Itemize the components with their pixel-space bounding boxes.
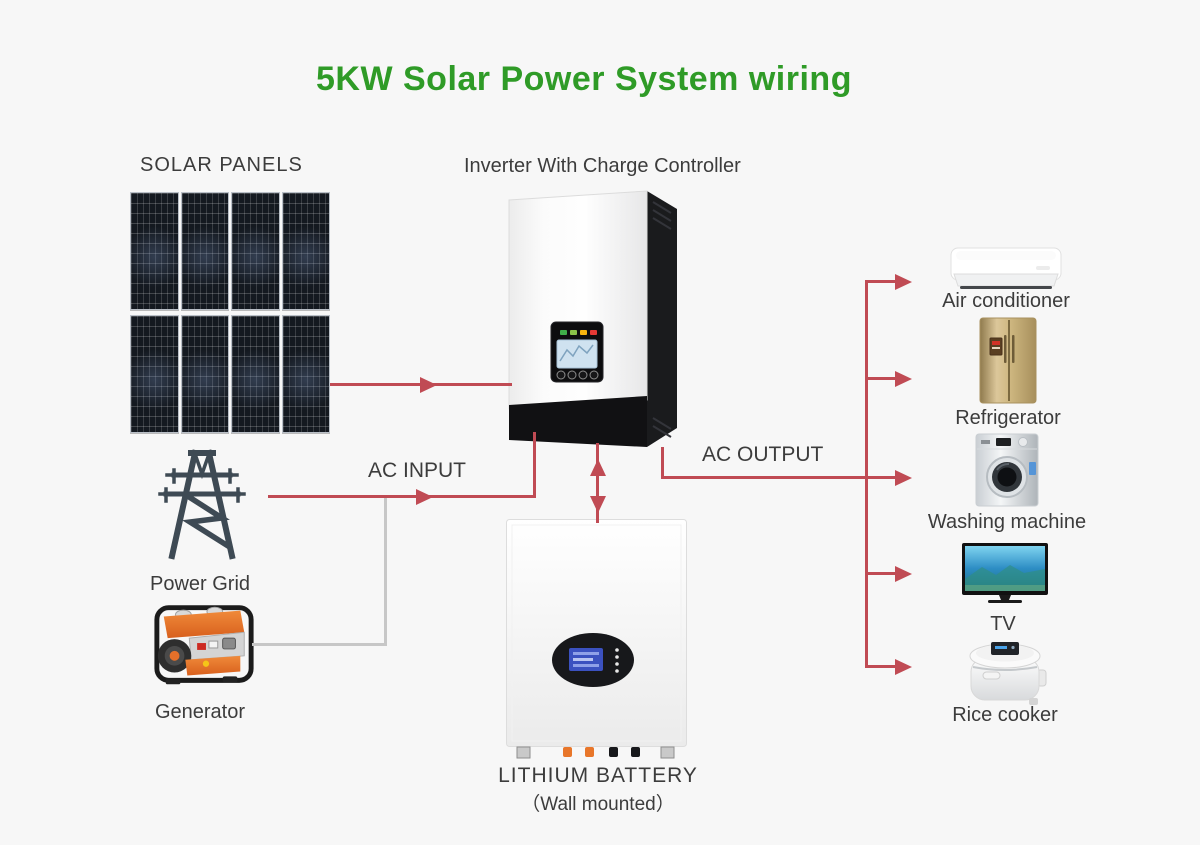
- arrow-pv-icon: [420, 376, 437, 393]
- rice-cooker-label: Rice cooker: [952, 704, 1058, 726]
- wire-branch-air-conditioner: [866, 280, 896, 283]
- air-conditioner-label: Air conditioner: [942, 290, 1070, 312]
- inverter-label: Inverter With Charge Controller: [464, 155, 741, 177]
- arrow-battery-up-icon: [589, 459, 606, 476]
- refrigerator-icon: [979, 317, 1037, 404]
- wire-generator-horizontal: [252, 643, 386, 646]
- solar-panel-cell: [231, 315, 280, 433]
- solar-panels-label: SOLAR PANELS: [140, 154, 303, 176]
- arrow-battery-down-icon: [589, 496, 606, 513]
- wire-grid-to-inverter: [268, 495, 535, 498]
- solar-panel-cell: [180, 315, 229, 433]
- solar-panel-cell: [180, 192, 229, 310]
- inverter-icon: [508, 190, 677, 447]
- washing-machine-icon: [975, 433, 1039, 507]
- wire-ac-output: [661, 476, 868, 479]
- wire-branch-tv: [866, 572, 896, 575]
- wire-inverter-to-battery: [596, 443, 599, 523]
- wire-branch-washing-machine: [866, 476, 896, 479]
- wire-ac-input-riser: [533, 432, 536, 498]
- solar-panel-cell: [130, 315, 179, 433]
- generator-icon: [154, 605, 254, 685]
- battery-label-line2: （Wall mounted）: [521, 794, 675, 815]
- ac-input-label: AC INPUT: [368, 459, 467, 482]
- wire-branch-refrigerator: [866, 377, 896, 380]
- inverter-display: [550, 321, 604, 383]
- arrow-rice-cooker-icon: [895, 658, 912, 675]
- battery-label-line1: LITHIUM BATTERY: [498, 764, 698, 787]
- battery-terminals: [516, 746, 675, 759]
- rice-cooker-icon: [969, 642, 1047, 705]
- refrigerator-label: Refrigerator: [955, 407, 1061, 429]
- solar-panel-row: [130, 192, 330, 310]
- arrow-refrigerator-icon: [895, 370, 912, 387]
- solar-panel-cell: [130, 192, 179, 310]
- ac-output-label: AC OUTPUT: [702, 443, 824, 466]
- solar-panel-array-icon: [130, 192, 330, 433]
- generator-label: Generator: [154, 701, 246, 723]
- solar-panel-cell: [231, 192, 280, 310]
- power-grid-label: Power Grid: [149, 573, 251, 595]
- solar-panel-cell: [281, 315, 330, 433]
- arrow-ac-input-icon: [416, 488, 433, 505]
- tv-icon: [962, 543, 1048, 603]
- page-title: 5KW Solar Power System wiring: [316, 60, 852, 98]
- wire-branch-rice-cooker: [866, 665, 896, 668]
- arrow-washing-machine-icon: [895, 469, 912, 486]
- washing-machine-label: Washing machine: [927, 511, 1087, 533]
- tv-label: TV: [990, 613, 1016, 635]
- lithium-battery-icon: [506, 519, 687, 759]
- arrow-air-conditioner-icon: [895, 273, 912, 290]
- solar-panel-cell: [281, 192, 330, 310]
- solar-panel-row: [130, 315, 330, 433]
- arrow-tv-icon: [895, 565, 912, 582]
- wire-appliance-trunk: [865, 280, 868, 668]
- wire-generator-riser: [384, 498, 387, 646]
- power-grid-tower-icon: [158, 449, 246, 560]
- wire-ac-output-drop: [661, 447, 664, 479]
- air-conditioner-icon: [950, 247, 1062, 289]
